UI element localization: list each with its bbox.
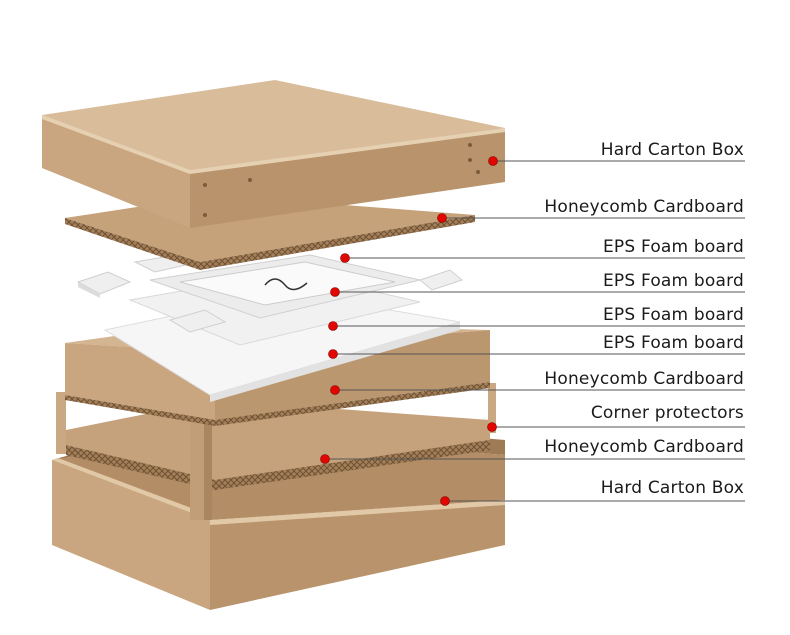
marker-eps-2 (330, 287, 340, 297)
corner-protectors (56, 383, 496, 520)
marker-top-box (488, 156, 498, 166)
label-eps-2: EPS Foam board (602, 271, 744, 291)
marker-eps-3 (328, 321, 338, 331)
label-bottom-box: Hard Carton Box (600, 478, 744, 498)
layer-markers (320, 156, 498, 506)
leader-lines (325, 160, 745, 502)
label-corner-protectors: Corner protectors (590, 403, 744, 423)
marker-corners (487, 422, 497, 432)
marker-bottom-honeycomb (320, 454, 330, 464)
marker-bottom-box (440, 496, 450, 506)
label-eps-3: EPS Foam board (602, 305, 744, 325)
marker-top-honeycomb (437, 213, 447, 223)
marker-mid-honeycomb (330, 385, 340, 395)
label-top-box: Hard Carton Box (600, 140, 744, 160)
label-eps-1: EPS Foam board (602, 237, 744, 257)
label-bottom-honeycomb: Honeycomb Cardboard (544, 437, 744, 457)
label-top-honeycomb: Honeycomb Cardboard (544, 197, 744, 217)
top-carton-box (42, 80, 505, 228)
marker-eps-1 (340, 253, 350, 263)
eps-foam-boards (76, 254, 464, 402)
marker-eps-4 (328, 349, 338, 359)
lower-honeycomb-board (66, 400, 490, 490)
label-mid-honeycomb: Honeycomb Cardboard (544, 369, 744, 389)
label-eps-4: EPS Foam board (602, 333, 744, 353)
